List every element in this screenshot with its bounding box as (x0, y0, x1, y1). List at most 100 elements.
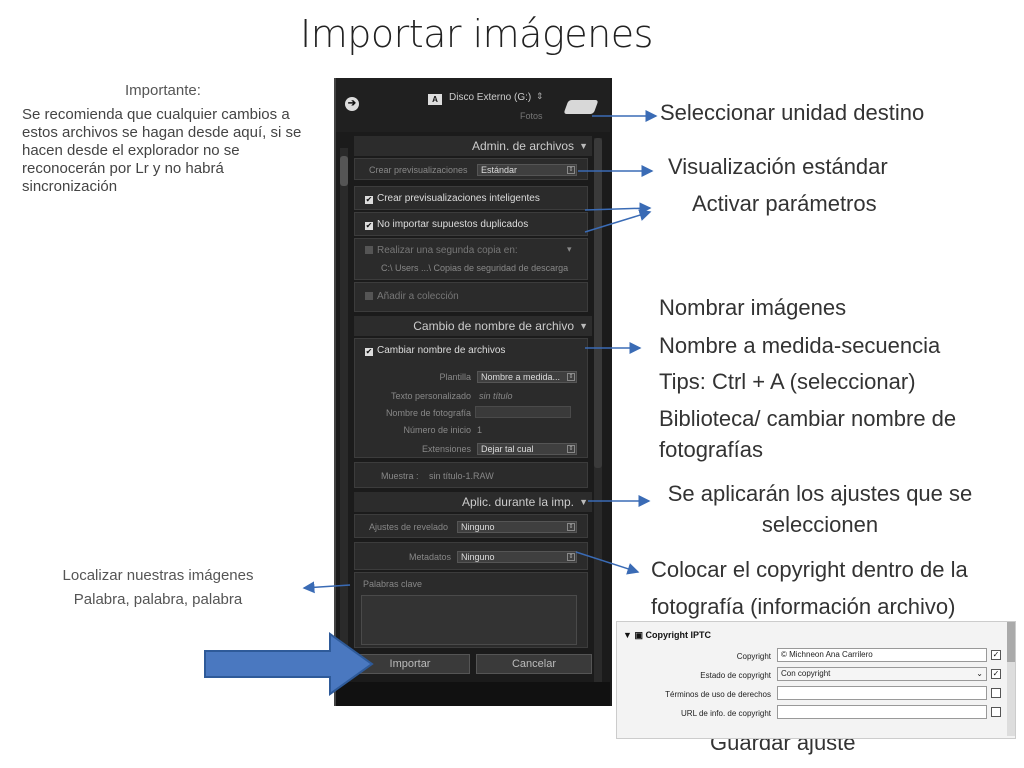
filmstrip (336, 682, 610, 706)
copyright-url-label: URL de info. de copyright (681, 709, 771, 718)
arrow-activate-1 (584, 202, 652, 215)
file-renaming-header[interactable]: Cambio de nombre de archivo ▼ (354, 316, 592, 336)
rename-box: ✔Cambiar nombre de archivos Plantilla No… (354, 338, 588, 458)
annotation-select-drive: Seleccionar unidad destino (660, 100, 925, 125)
copyright-status-select[interactable]: Con copyright ⌄ (777, 667, 987, 681)
chevron-down-icon: ⌄ (976, 669, 983, 678)
rights-usage-label: Términos de uso de derechos (665, 690, 771, 699)
sample-label: Muestra : (381, 471, 419, 481)
copyright-checkbox[interactable]: ✓ (991, 650, 1001, 660)
file-handling-header[interactable]: Admin. de archivos ▼ (354, 136, 592, 156)
annotation-library-line1: Biblioteca/ cambiar nombre de (659, 406, 957, 431)
shoot-name-label: Nombre de fotografía (385, 408, 471, 418)
status-checkbox[interactable]: ✓ (991, 669, 1001, 679)
second-copy-path: C:\ Users ...\ Copias de seguridad de de… (381, 263, 569, 273)
select-arrow-icon: ⇕ (567, 166, 575, 174)
collapse-triangle-icon[interactable]: ▼ (579, 141, 588, 151)
cancel-button[interactable]: Cancelar (476, 654, 592, 674)
custom-text-field[interactable]: sin título (479, 391, 513, 401)
metadata-row: Metadatos Ninguno ⇕ (354, 542, 588, 570)
page-title: Importar imágenes (300, 12, 653, 56)
template-label: Plantilla (439, 372, 471, 382)
previews-row: Crear previsualizaciones Estándar ⇕ (354, 158, 588, 180)
rights-usage-field[interactable] (777, 686, 987, 700)
apply-during-import-header[interactable]: Aplic. durante la imp. ▼ (354, 492, 592, 512)
right-scrollbar[interactable] (594, 138, 602, 706)
develop-settings-row: Ajustes de revelado Ninguno ⇕ (354, 514, 588, 538)
no-duplicates-checkbox[interactable]: ✔No importar supuestos duplicados (365, 219, 529, 230)
sample-value: sin título-1.RAW (429, 471, 494, 481)
important-note: Se recomienda que cualquier cambios a es… (22, 106, 302, 195)
sample-row: Muestra : sin título-1.RAW (354, 462, 588, 488)
select-arrow-icon: ⇕ (567, 553, 575, 561)
second-copy-checkbox[interactable]: Realizar una segunda copia en: (365, 245, 518, 256)
copyright-iptc-panel: ▼ ▣ Copyright IPTC Copyright © Michneon … (616, 621, 1016, 739)
second-copy-row: Realizar una segunda copia en: ▾ C:\ Use… (354, 238, 588, 280)
rights-usage-checkbox[interactable] (991, 688, 1001, 698)
file-handling-title: Admin. de archivos (471, 139, 574, 153)
drive-folder: Fotos (520, 111, 543, 121)
smart-previews-checkbox[interactable]: ✔Crear previsualizaciones inteligentes (365, 193, 540, 204)
annotation-locate-line2: Palabra, palabra, palabra (73, 591, 243, 608)
drive-selector[interactable]: Disco Externo (G:) (449, 92, 532, 103)
extensions-select[interactable]: Dejar tal cual ⇕ (477, 443, 577, 455)
template-select[interactable]: Nombre a medida... ⇕ (477, 371, 577, 383)
annotation-apply-line1: Se aplicarán los ajustes que se (667, 481, 973, 506)
extensions-label: Extensiones (421, 444, 471, 454)
shoot-name-field[interactable] (475, 406, 571, 418)
annotation-apply-line2: seleccionen (761, 512, 879, 537)
collapse-triangle-icon[interactable]: ▼ (579, 497, 588, 507)
previews-select[interactable]: Estándar ⇕ (477, 164, 577, 176)
annotation-copyright-line2: fotografía (información archivo) (651, 594, 956, 619)
copyright-url-checkbox[interactable] (991, 707, 1001, 717)
updown-caret-icon[interactable]: ⇕ (536, 91, 544, 101)
copyright-field[interactable]: © Michneon Ana Carrilero (777, 648, 987, 662)
checkmark-icon: ✔ (365, 195, 373, 204)
important-heading: Importante: (125, 82, 201, 99)
annotation-tips: Tips: Ctrl + A (seleccionar) (659, 369, 916, 394)
annotation-library-line2: fotografías (659, 437, 763, 462)
no-duplicates-row: ✔No importar supuestos duplicados (354, 212, 588, 236)
left-scrollbar[interactable] (340, 148, 348, 706)
import-button[interactable]: Importar (350, 654, 470, 674)
rename-files-checkbox[interactable]: ✔Cambiar nombre de archivos (365, 345, 506, 356)
add-collection-checkbox[interactable]: Añadir a colección (365, 291, 459, 302)
copyright-label: Copyright (736, 652, 771, 661)
keywords-box: Palabras clave (354, 572, 588, 648)
arrow-right-icon[interactable]: ➔ (345, 97, 359, 111)
annotation-name-images: Nombrar imágenes (659, 295, 847, 320)
arrow-keywords (302, 581, 351, 594)
iptc-scrollbar[interactable] (1007, 622, 1015, 736)
checkmark-icon: ✔ (365, 347, 373, 356)
develop-settings-select[interactable]: Ninguno ⇕ (457, 521, 577, 533)
drive-badge: A (428, 94, 442, 105)
develop-settings-label: Ajustes de revelado (369, 522, 449, 532)
destination-header: ➔ A Disco Externo (G:) ⇕ Fotos (336, 78, 610, 132)
annotation-activate-params: Activar parámetros (692, 191, 877, 216)
keywords-field[interactable] (361, 595, 577, 645)
checkmark-icon: ✔ (365, 221, 373, 230)
custom-text-label: Texto personalizado (390, 391, 471, 401)
add-collection-row: Añadir a colección (354, 282, 588, 312)
collapse-triangle-icon[interactable]: ▼ (579, 321, 588, 331)
select-arrow-icon: ⇕ (567, 373, 575, 381)
copyright-url-field[interactable] (777, 705, 987, 719)
annotation-locate-line1: Localizar nuestras imágenes (62, 567, 254, 584)
annotation-custom-name: Nombre a medida-secuencia (659, 333, 941, 358)
annotation-copyright-line1: Colocar el copyright dentro de la (651, 557, 968, 582)
metadata-label: Metadatos (408, 552, 451, 562)
arrow-activate-2 (584, 209, 652, 233)
start-number-field[interactable]: 1 (477, 425, 483, 435)
select-arrow-icon: ⇕ (567, 523, 575, 531)
section-square-icon: ▣ (634, 630, 643, 640)
select-arrow-icon: ⇕ (567, 445, 575, 453)
previews-label: Crear previsualizaciones (369, 165, 468, 175)
metadata-select[interactable]: Ninguno ⇕ (457, 551, 577, 563)
iptc-header[interactable]: ▼ ▣ Copyright IPTC (623, 630, 711, 640)
expand-triangle-icon[interactable]: ▼ (623, 630, 632, 640)
apply-during-import-title: Aplic. durante la imp. (461, 495, 574, 509)
lightroom-import-panel: ➔ A Disco Externo (G:) ⇕ Fotos Admin. de… (334, 78, 612, 706)
keywords-label: Palabras clave (363, 579, 423, 589)
dropdown-caret-icon[interactable]: ▾ (567, 244, 572, 254)
